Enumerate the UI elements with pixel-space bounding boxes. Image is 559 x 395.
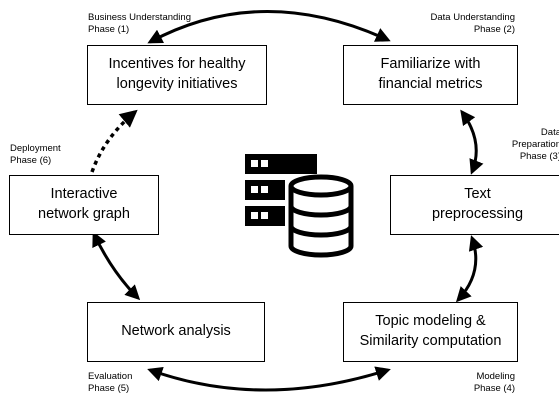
box-familiarize: Familiarize with financial metrics (343, 45, 518, 105)
arrow-incentives-familiarize (147, 10, 391, 44)
box-incentives: Incentives for healthy longevity initiat… (87, 45, 267, 105)
arrow-topic-network (147, 366, 391, 392)
phase-label-modeling: Modeling Phase (4) (473, 371, 515, 394)
phase-label-data-preparation: Data Preparation Phase (3) (511, 127, 559, 162)
phase-label-business: Business Understanding Phase (1) (88, 12, 191, 35)
arrow-network-interactive (92, 231, 141, 301)
database-icon (288, 174, 354, 258)
box-topic-modeling-label: Topic modeling & Similarity computation (359, 313, 502, 349)
box-network-analysis: Network analysis (87, 302, 265, 362)
box-text-preprocessing-label: Text preprocessing (431, 186, 524, 222)
arrow-text-topic (455, 235, 484, 303)
box-topic-modeling: Topic modeling & Similarity computation (343, 302, 518, 362)
server-database-icon (243, 148, 355, 265)
box-incentives-label: Incentives for healthy longevity initiat… (108, 56, 246, 92)
box-text-preprocessing: Text preprocessing (390, 175, 559, 235)
server-rack-icon (245, 154, 317, 226)
box-familiarize-label: Familiarize with financial metrics (378, 56, 483, 92)
arrow-interactive-incentives-dotted (90, 109, 138, 173)
phase-label-evaluation: Evaluation Phase (5) (88, 371, 133, 394)
phase-label-data-understanding: Data Understanding Phase (2) (430, 12, 516, 35)
box-interactive-graph: Interactive network graph (9, 175, 159, 235)
arrow-familiarize-text (460, 109, 484, 175)
box-network-analysis-label: Network analysis (121, 323, 231, 340)
box-interactive-graph-label: Interactive network graph (38, 186, 130, 222)
phase-label-deployment: Deployment Phase (6) (10, 143, 61, 166)
